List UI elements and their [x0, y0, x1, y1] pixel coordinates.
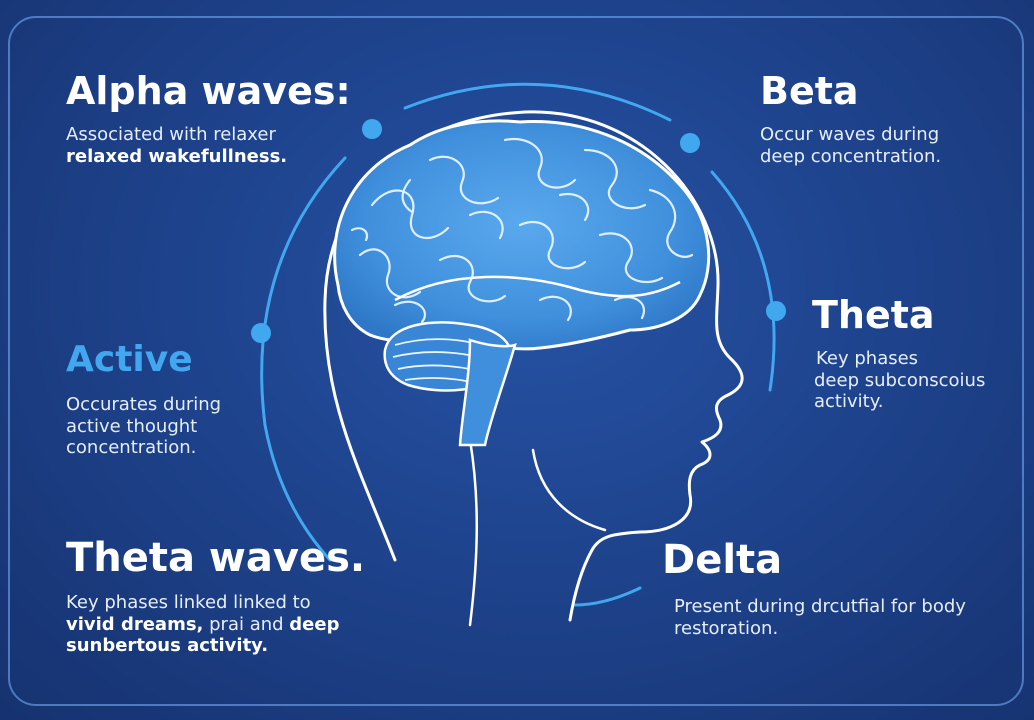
theta-waves-block: Theta waves. Key phases linked linked to… — [66, 538, 365, 657]
orbit-arc-left — [260, 156, 347, 562]
beta-line-1: Occur waves during — [760, 124, 940, 145]
active-block: Active Occurates during active thought c… — [66, 342, 221, 459]
delta-line-1: Present during drcutfial for body — [674, 596, 966, 617]
brainstem — [458, 338, 517, 447]
neck-back — [468, 438, 478, 627]
alpha-waves-block: Alpha waves: Associated with relaxer rel… — [66, 72, 351, 167]
rounded-frame — [8, 16, 1024, 706]
beta-line-2: deep concentration. — [760, 145, 942, 167]
theta-waves-bold-a: vivid dreams, — [66, 613, 204, 635]
delta-block: Delta Present during drcutfial for body … — [662, 540, 966, 639]
orbit-arc-right — [710, 170, 776, 392]
theta-waves-title: Theta waves. — [66, 535, 366, 581]
theta-line-1: Key phases — [816, 348, 919, 369]
orbit-arc-top — [403, 82, 672, 122]
theta-waves-line-1: Key phases linked linked to — [66, 592, 311, 613]
active-line-1: Occurates during — [66, 394, 222, 415]
theta-waves-bold-b: deep — [289, 613, 340, 635]
jaw-line — [531, 448, 607, 532]
theta-waves-line-3: sunbertous activity. — [66, 635, 269, 657]
theta-block: Theta Key phases deep subconscoius activ… — [812, 296, 985, 413]
alpha-waves-title: Alpha waves: — [66, 69, 351, 113]
theta-title: Theta — [812, 293, 935, 337]
delta-line-2: restoration. — [674, 617, 779, 639]
theta-waves-mid: prai and — [203, 613, 290, 635]
theta-line-3: activity. — [814, 391, 884, 413]
alpha-waves-line-2: relaxed wakefullness. — [66, 145, 288, 167]
active-line-3: concentration. — [66, 437, 197, 459]
delta-title: Delta — [662, 537, 783, 583]
orbit-dot-top-left — [362, 119, 382, 139]
beta-title: Beta — [760, 69, 859, 113]
orbit-dot-top-right — [680, 133, 700, 153]
orbit-arc-bottom — [573, 586, 642, 607]
alpha-waves-line-1: Associated with relaxer — [66, 124, 276, 145]
orbit-dot-left — [251, 323, 271, 343]
brain — [333, 119, 711, 447]
orbit-dot-right — [766, 301, 786, 321]
beta-block: Beta Occur waves during deep concentrati… — [760, 72, 941, 167]
active-title: Active — [66, 339, 193, 380]
theta-line-2: deep subconscoius — [814, 369, 986, 391]
active-line-2: active thought — [66, 415, 198, 437]
theta-waves-line-2: vivid dreams, prai and deep — [66, 614, 365, 636]
